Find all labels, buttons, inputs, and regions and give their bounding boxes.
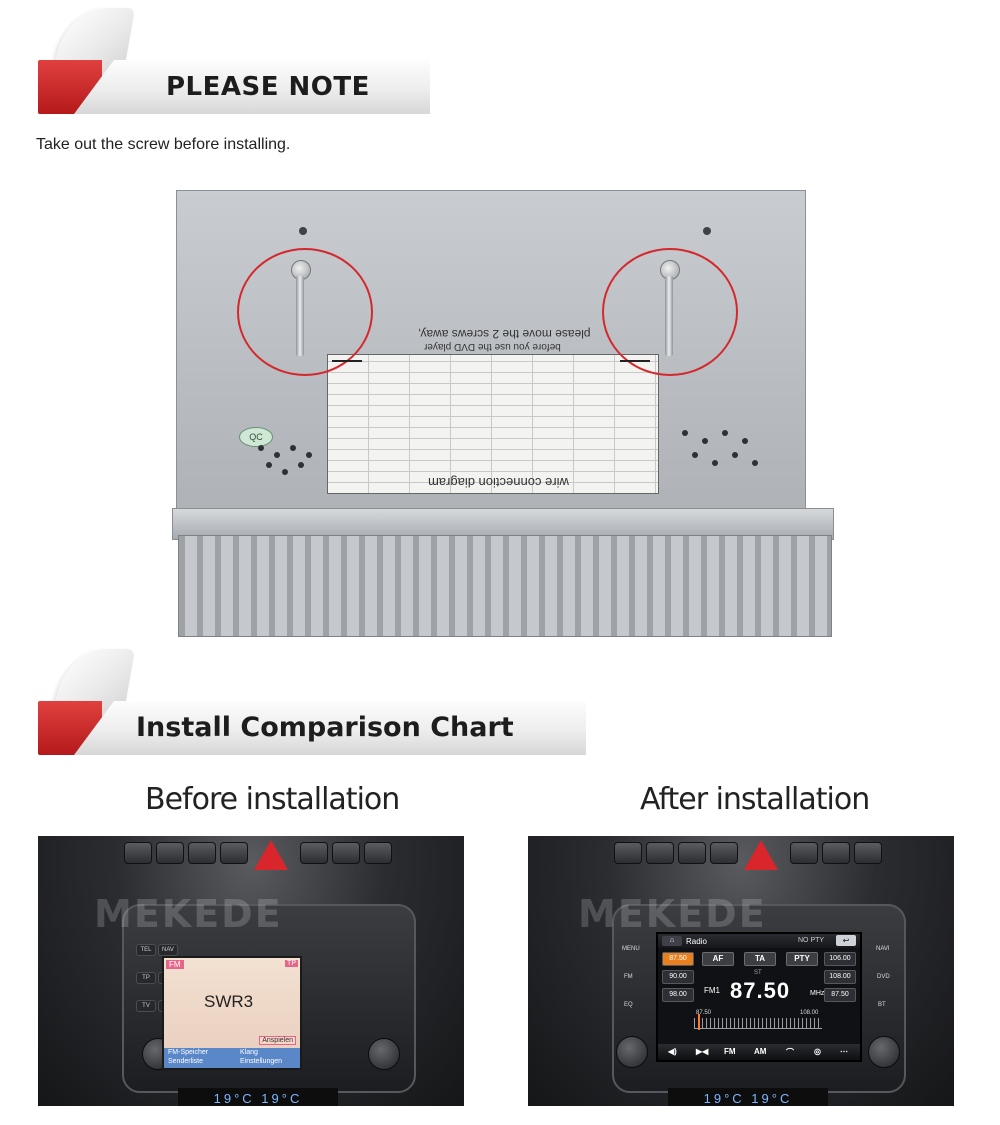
tp-indicator: TP [285, 960, 298, 967]
volume-knob [616, 1036, 648, 1068]
pty-button: PTY [786, 952, 818, 966]
right-arrow [620, 360, 650, 362]
unit-heatsink [178, 535, 832, 637]
band-indicator: FM [166, 960, 184, 969]
left-screw-highlight-circle [237, 248, 373, 376]
stereo-indicator: ST [754, 970, 762, 976]
tuning-scale [694, 1018, 822, 1029]
preset-1: 87.50 [662, 952, 694, 966]
qc-passed-sticker: QC [239, 427, 273, 447]
right-screw-shaft [665, 276, 673, 356]
before-installation-photo: TEL NAV TP CD TV SYS FM TP SWR3 Anspiele… [38, 836, 464, 1106]
frequency-readout: 87.50 [730, 978, 791, 1003]
scale-end: 108.00 [800, 1010, 819, 1016]
preset-3: 98.00 [662, 988, 694, 1002]
af-button: AF [702, 952, 734, 966]
comparison-chart-heading: Install Comparison Chart [136, 712, 514, 743]
mount-hole [299, 227, 307, 235]
right-screw-highlight-circle [602, 248, 738, 376]
watermark: MEKEDE [578, 892, 767, 936]
install-instruction: Take out the screw before installing. [36, 136, 291, 153]
preset-5: 108.00 [824, 970, 856, 984]
comparison-chart-banner: Install Comparison Chart [38, 649, 586, 755]
please-note-heading: PLEASE NOTE [166, 72, 370, 102]
radio-touchscreen: ⌂ Radio NO PTY ↩ AF TA PTY 87.50 90.00 9… [656, 932, 862, 1062]
original-radio-screen: FM TP SWR3 Anspielen FM-Speicher Klang S… [162, 956, 302, 1070]
climate-display: 19°C 19°C [178, 1088, 338, 1106]
preset-6: 87.50 [824, 988, 856, 1002]
preset-2: 90.00 [662, 970, 694, 984]
please-note-banner: PLEASE NOTE [38, 8, 430, 114]
screen-bottom-menu: FM-Speicher Klang Senderliste Einstellun… [164, 1048, 300, 1068]
pty-status: NO PTY [798, 937, 825, 944]
back-icon: ↩ [836, 935, 856, 946]
hazard-button-icon [744, 840, 778, 870]
scale-start: 87.50 [696, 1010, 712, 1016]
left-arrow [332, 360, 362, 362]
am-button: AM [754, 1047, 767, 1056]
wiring-sticker: please move the 2 screws away, before yo… [327, 327, 659, 494]
sticker-line-2: before you use the DVD player [424, 341, 561, 352]
ta-button: TA [744, 952, 776, 966]
anspielen-button: Anspielen [259, 1036, 296, 1045]
sticker-line-1: please move the 2 screws away, [418, 327, 591, 341]
hazard-button-icon [254, 840, 288, 870]
screen-title: Radio [686, 937, 707, 946]
scan-icon: ◎ [814, 1047, 821, 1056]
menu-icon: ⋯ [840, 1047, 848, 1056]
sticker-diagram-title: wire connection diagram [428, 475, 569, 490]
dvd-unit-photo: please move the 2 screws away, before yo… [172, 190, 834, 637]
before-installation-title: Before installation [145, 782, 400, 817]
tuning-knob [368, 1038, 400, 1070]
screen-title-bar: ⌂ Radio NO PTY ↩ [658, 934, 860, 948]
mount-hole [703, 227, 711, 235]
banner-ribbon [74, 60, 430, 114]
station-name: SWR3 [204, 992, 254, 1011]
home-icon: ⌂ [662, 936, 682, 946]
climate-display: 19°C 19°C [668, 1088, 828, 1106]
fm-button: FM [724, 1047, 736, 1056]
screen-bottom-bar: ◀) ▶◀ FM AM ⌒ ◎ ⋯ [658, 1044, 860, 1060]
tuning-needle [698, 1014, 700, 1030]
after-installation-title: After installation [640, 782, 870, 817]
band-indicator: FM1 [704, 986, 720, 995]
frequency-unit: MHz [810, 990, 825, 997]
left-screw-shaft [296, 276, 304, 356]
preset-4: 106.00 [824, 952, 856, 966]
banner-ribbon [74, 701, 586, 755]
tuning-knob [868, 1036, 900, 1068]
loop-icon: ⌒ [786, 1048, 794, 1057]
watermark: MEKEDE [94, 892, 283, 936]
after-installation-photo: MENU FM EQ NAVI DVD BT ⌂ Radio NO PTY ↩ … [528, 836, 954, 1106]
volume-icon: ◀) [668, 1047, 677, 1056]
seek-icon: ▶◀ [696, 1047, 709, 1056]
